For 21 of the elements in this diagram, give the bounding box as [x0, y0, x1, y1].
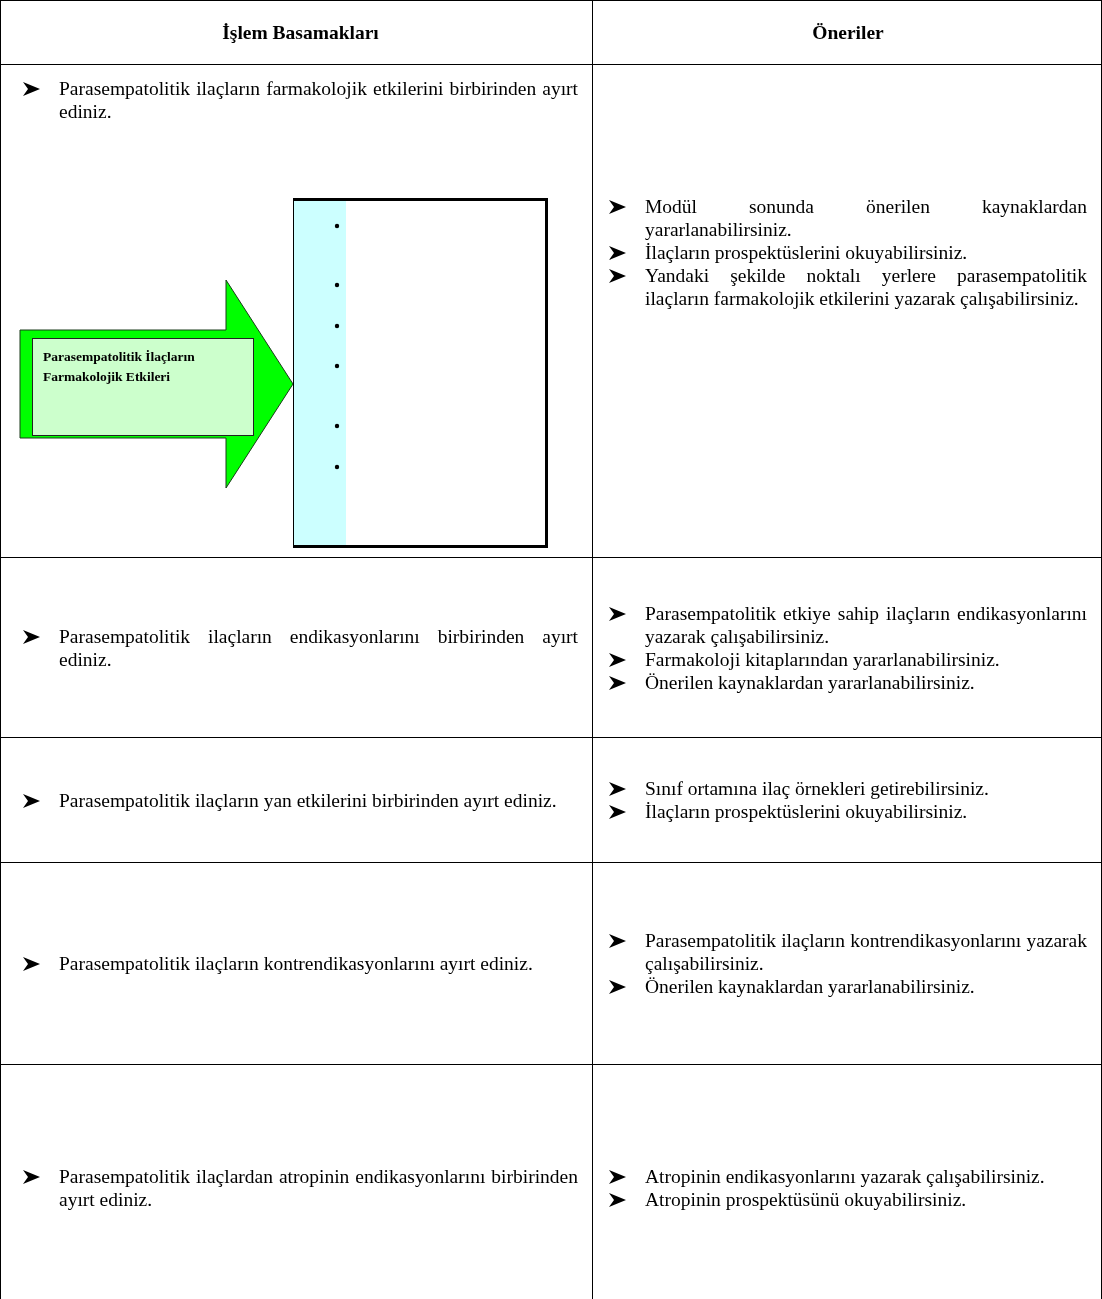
column-header: İşlem Basamakları — [221, 21, 380, 44]
instruction-text: Önerilen kaynaklardan yararlanabilirsiniz. — [645, 975, 976, 998]
instruction-text: Parasempatolitik ilaçlardan atropinin endikasyonlarını birbirinden ayırt ediniz. — [59, 1164, 578, 1211]
instruction-text: Atropinin endikasyonlarını yazarak çalışabilirsiniz. — [645, 1164, 1046, 1188]
instruction-text: Atropinin prospektüsünü okuyabilirsiniz. — [645, 1187, 968, 1211]
instruction-text: Modül sonunda önerilen kaynaklardan yararlanabilirsiniz. — [645, 195, 1087, 241]
instruction-text: Parasempatolitik ilaçların yan etkilerini birbirinden ayırt ediniz. — [59, 788, 558, 812]
instruction-text: İlaçların prospektüslerini okuyabilirsiniz. — [645, 800, 969, 823]
instruction-text: Sınıf ortamına ilaç örnekleri getirebilirsiniz. — [645, 777, 990, 800]
instruction-text: Parasempatolitik ilaçların farmakolojik etkilerini birbirinden ayırt ediniz. — [59, 77, 578, 123]
instruction-text: Yandaki şekilde noktalı yerlere parasempatolitik ilaçların farmakolojik etkilerini yazarak çalışabilirsiniz. — [645, 264, 1087, 310]
text-box: Parasempatolitik İlaçların Farmakolojik Etkileri — [32, 338, 254, 436]
instruction-text: Parasempatolitik ilaçların kontrendikasyonlarını yazarak çalışabilirsiniz. — [645, 929, 1087, 975]
worksheet-box — [293, 198, 548, 548]
column-header: Öneriler — [811, 21, 885, 44]
instruction-text: Farmakoloji kitaplarından yararlanabilirsiniz. — [645, 647, 1001, 671]
instruction-text: İlaçların prospektüslerini okuyabilirsiniz. — [645, 241, 969, 264]
instruction-text: Parasempatolitik ilaçların endikasyonlarını birbirinden ayırt ediniz. — [59, 624, 578, 671]
instruction-text: Parasempatolitik etkiye sahip ilaçların endikasyonlarını yazarak çalışabilirsiniz. — [645, 601, 1087, 648]
instruction-text: Önerilen kaynaklardan yararlanabilirsiniz. — [645, 670, 976, 694]
instruction-text: Parasempatolitik ilaçların kontrendikasyonlarını ayırt ediniz. — [59, 952, 534, 975]
